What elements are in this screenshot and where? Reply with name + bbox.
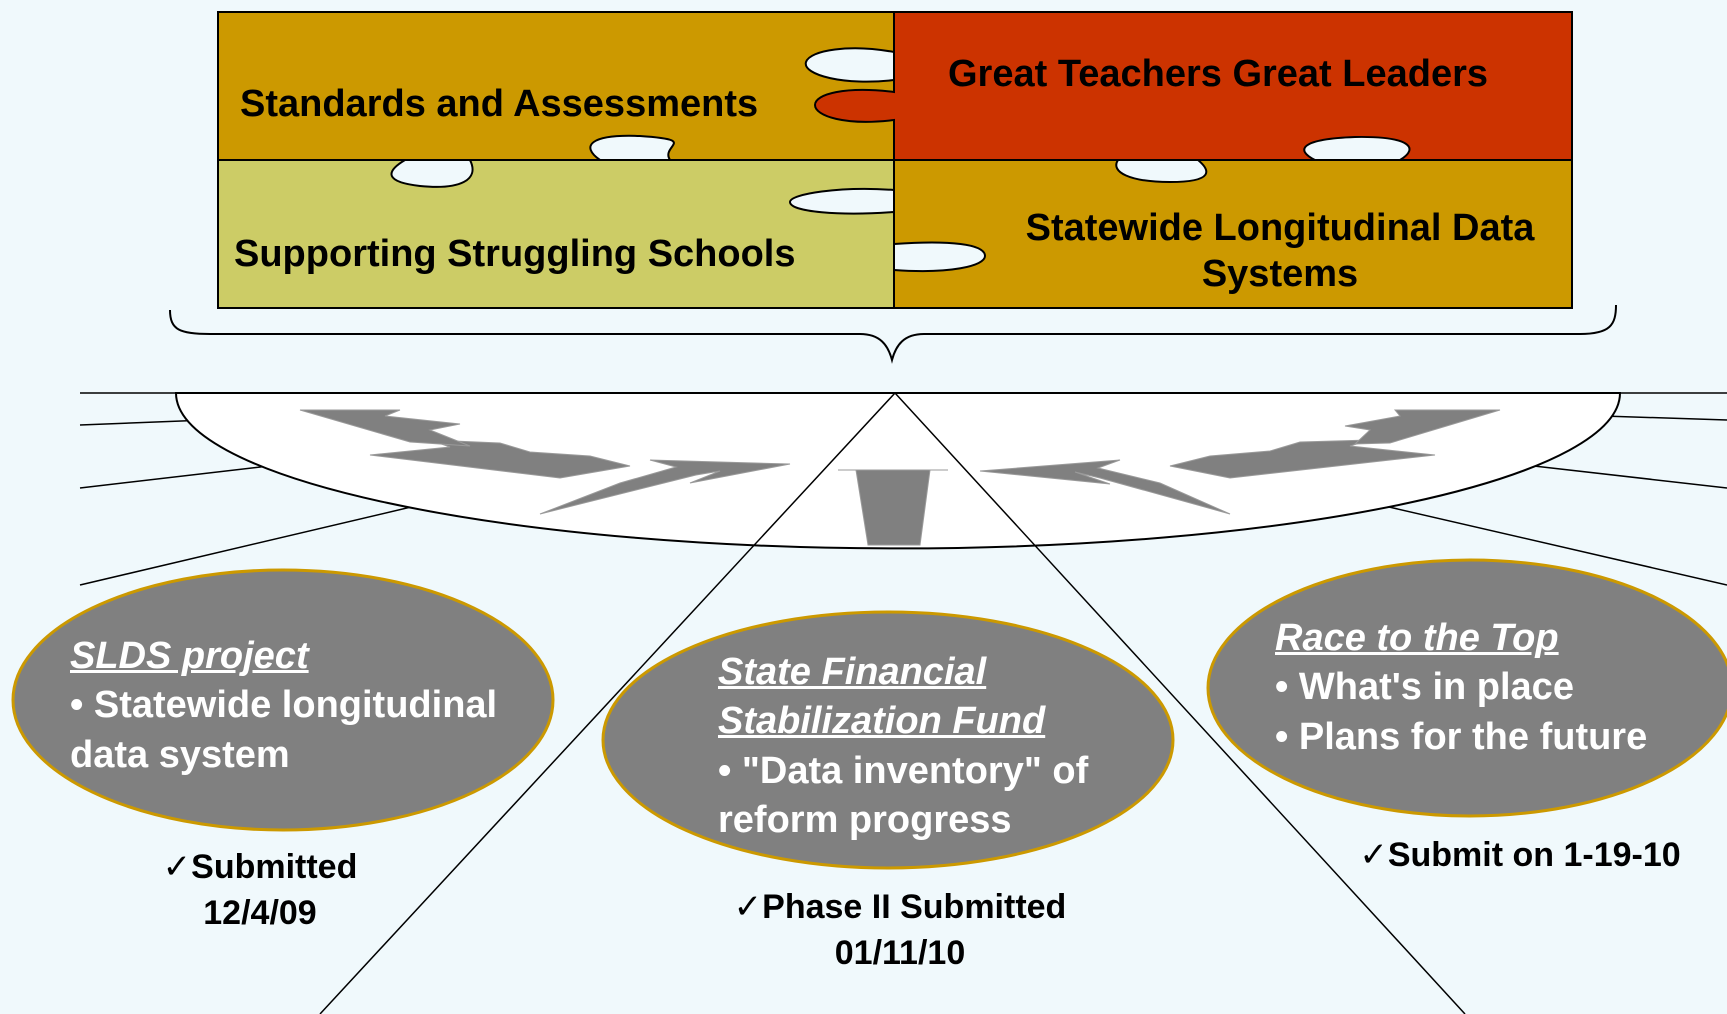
arrow-left-1 bbox=[539, 459, 791, 515]
puzzle-piece-sldss bbox=[893, 159, 1573, 309]
arrow-right-1 bbox=[979, 459, 1231, 515]
ellipse-sfsf-title-1: State Financial bbox=[718, 651, 987, 693]
check-icon: ✓ bbox=[733, 887, 763, 927]
ellipse-sfsf-line-1: • "Data inventory" of bbox=[718, 749, 1089, 792]
ellipse-slds-line-1: • Statewide longitudinal bbox=[70, 684, 498, 727]
puzzle-piece-struggling-schools bbox=[217, 159, 895, 309]
divider-line-right bbox=[894, 392, 1466, 1014]
ellipse-sfsf-title-2: Stabilization Fund bbox=[718, 700, 1046, 743]
ellipse-rttt-line-2: • Plans for the future bbox=[1275, 715, 1648, 758]
status-rttt-line-1: Submit on 1-19-10 bbox=[1387, 836, 1681, 874]
check-icon: ✓ bbox=[1359, 835, 1388, 875]
ellipse-slds bbox=[11, 568, 555, 832]
ellipse-rttt-line-1: • What's in place bbox=[1275, 666, 1574, 709]
puzzle-label-sldss-text: Statewide Longitudinal Data Systems bbox=[1025, 207, 1535, 295]
puzzle-label-struggling-schools: Supporting Struggling Schools bbox=[234, 233, 796, 275]
puzzle-label-standards: Standards and Assessments bbox=[240, 83, 759, 125]
status-sfsf: ✓Phase II Submitted 01/11/10 bbox=[700, 885, 1100, 977]
status-rttt: ✓Submit on 1-19-10 bbox=[1330, 833, 1710, 879]
ellipse-sfsf bbox=[601, 610, 1175, 870]
status-slds-line-1: Submitted bbox=[191, 848, 358, 886]
ellipse-sfsf-text: State Financial Stabilization Fund • "Da… bbox=[718, 648, 1088, 846]
brace bbox=[169, 304, 1617, 364]
arrow-center-up bbox=[838, 469, 948, 546]
ellipse-rttt-title: Race to the Top bbox=[1275, 617, 1559, 659]
ellipse-slds-text: SLDS project • Statewide longitudinal da… bbox=[70, 632, 497, 780]
ellipse-sfsf-line-2: reform progress bbox=[718, 799, 1012, 842]
status-sfsf-line-2: 01/11/10 bbox=[834, 933, 966, 972]
arrow-left-3 bbox=[299, 409, 471, 447]
puzzle-label-sldss: Statewide Longitudinal Data Systems bbox=[990, 206, 1570, 297]
status-slds-line-2: 12/4/09 bbox=[203, 893, 317, 932]
puzzle-label-great-teachers: Great Teachers Great Leaders bbox=[948, 53, 1489, 95]
ellipse-rttt-text: Race to the Top • What's in place • Plan… bbox=[1275, 614, 1647, 762]
status-sfsf-line-1: Phase II Submitted bbox=[762, 888, 1067, 926]
ellipse-slds-line-2: data system bbox=[70, 733, 290, 776]
divider-line-left bbox=[319, 392, 896, 1014]
check-icon: ✓ bbox=[162, 847, 192, 887]
arrow-right-3 bbox=[1344, 409, 1501, 445]
ellipse-rttt bbox=[1206, 558, 1727, 818]
ellipse-slds-title: SLDS project bbox=[70, 635, 309, 677]
status-slds: ✓Submitted 12/4/09 bbox=[140, 845, 380, 937]
